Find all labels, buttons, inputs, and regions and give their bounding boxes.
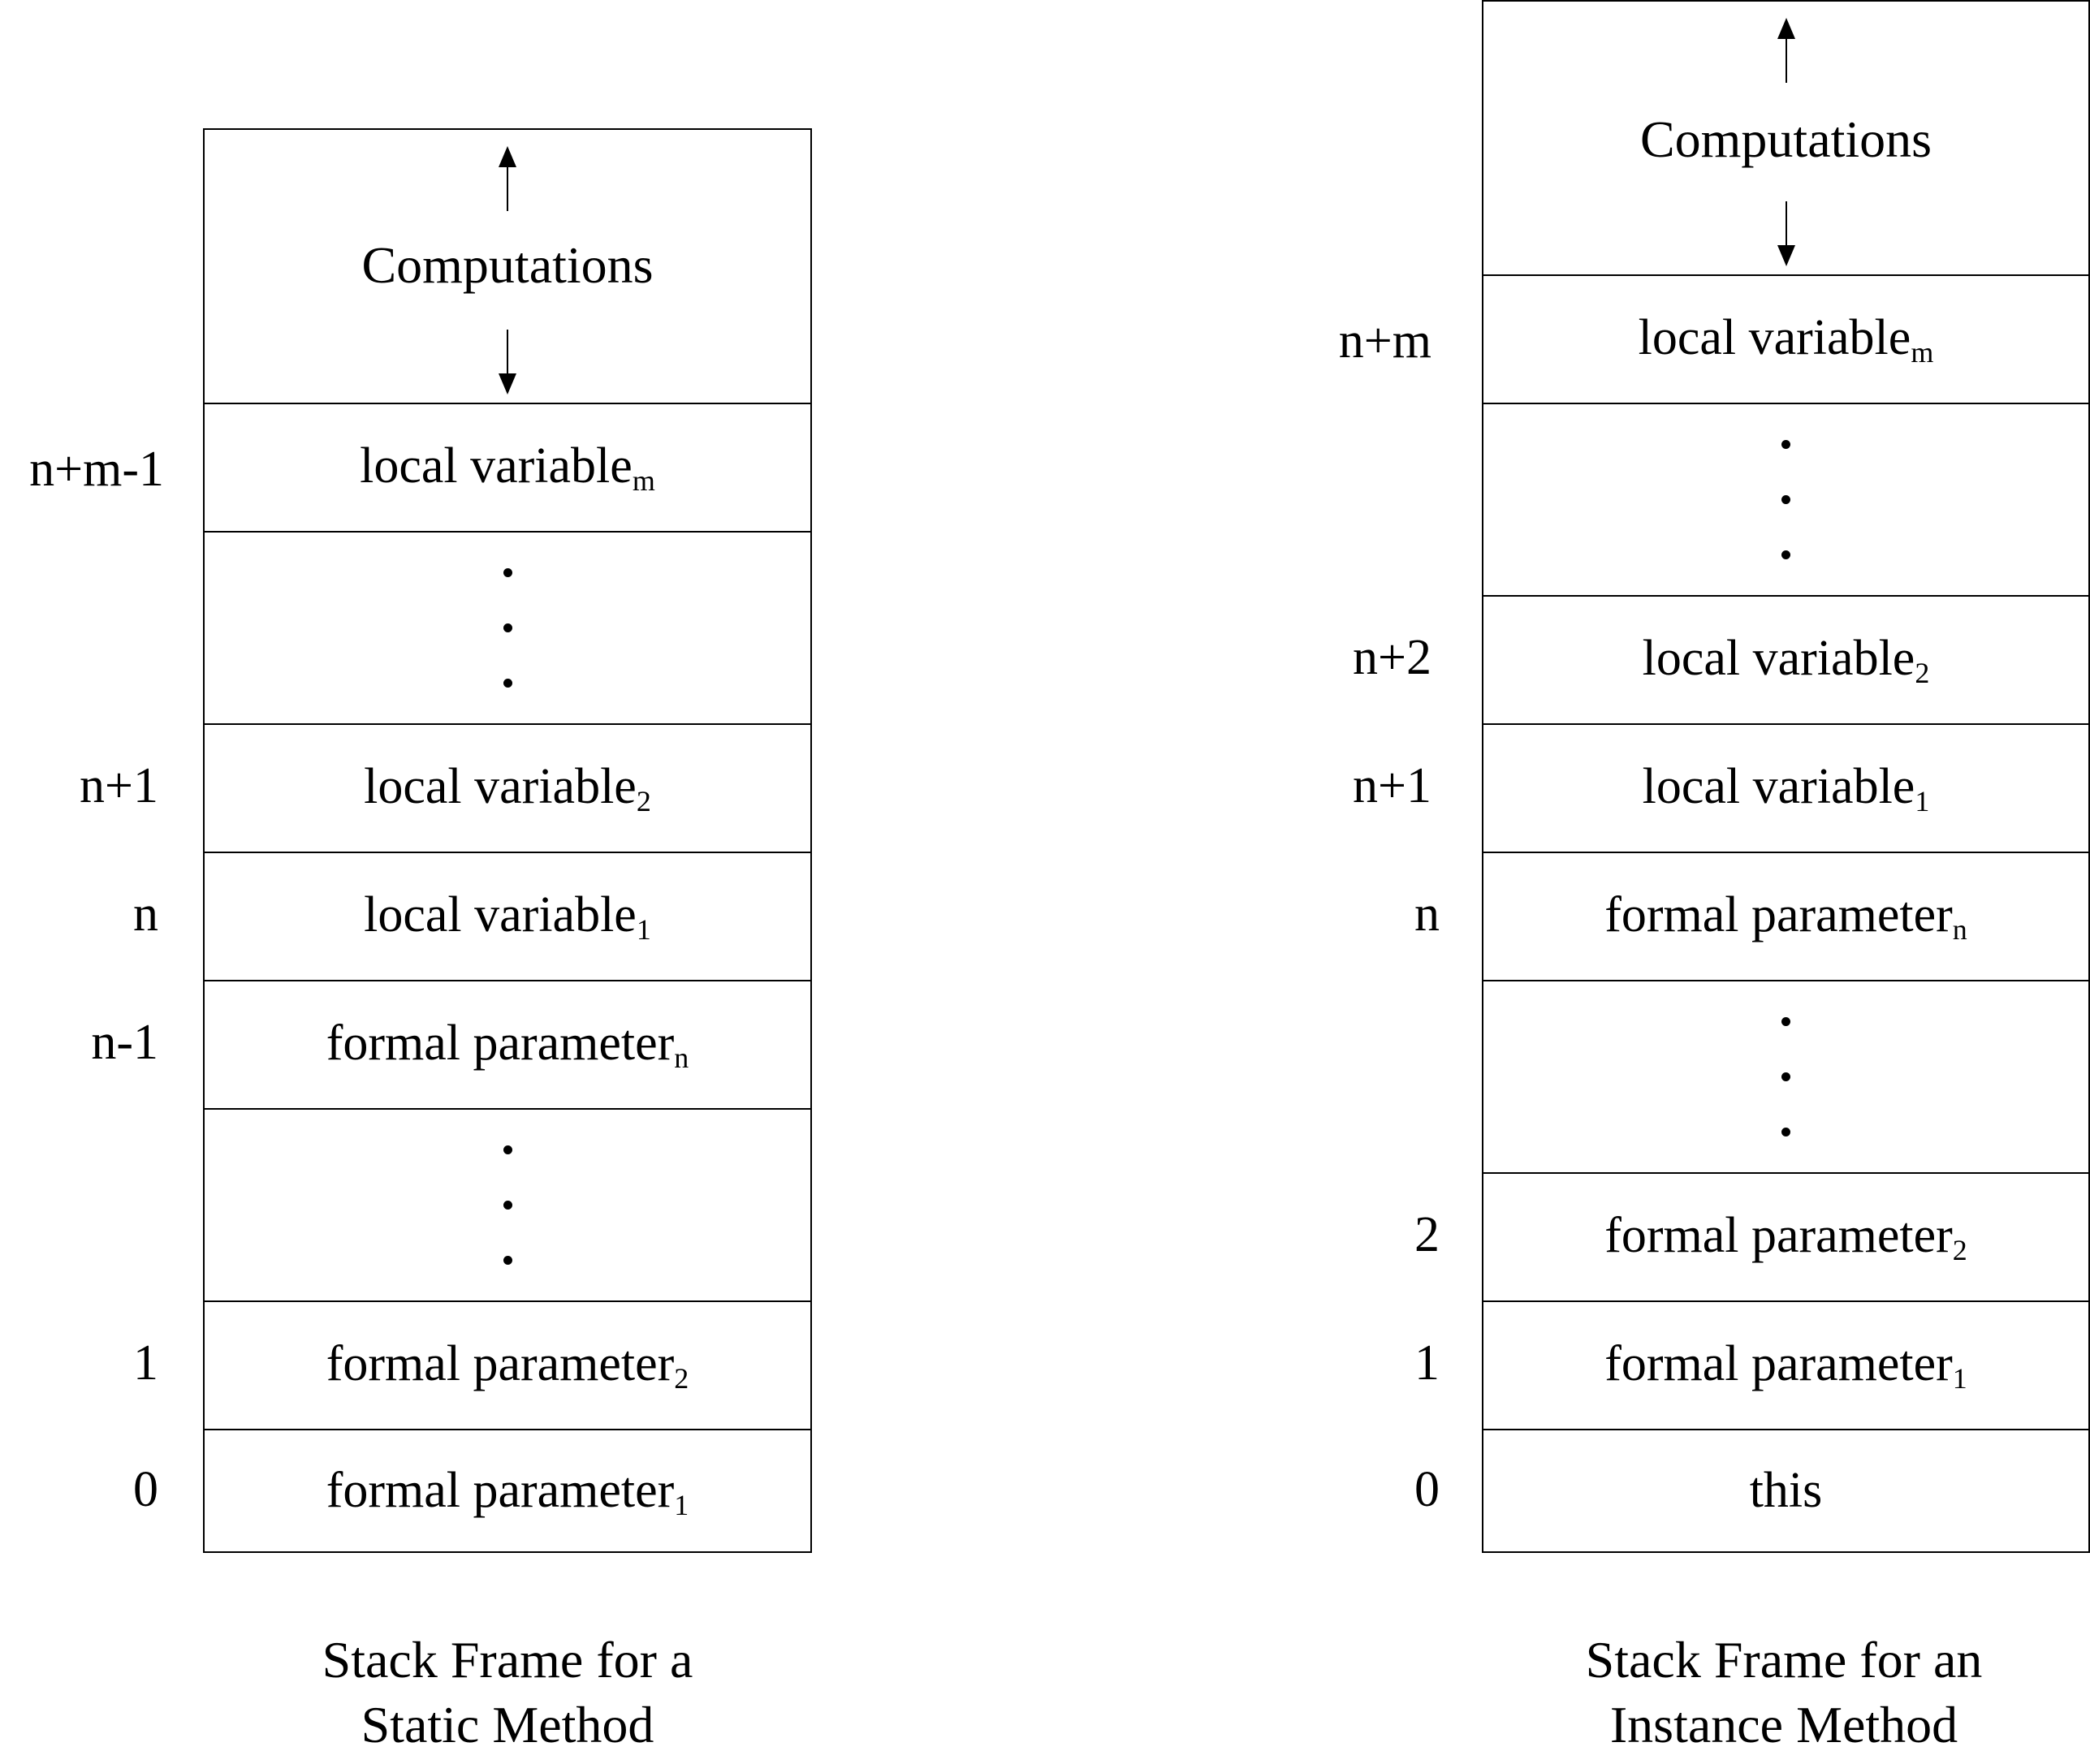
stack-slot: local variablem xyxy=(205,403,810,531)
slot-subscript: 1 xyxy=(674,1488,689,1521)
vertical-ellipsis-icon xyxy=(503,568,512,688)
slot-subscript: m xyxy=(1911,336,1934,369)
stack-slot: local variable1 xyxy=(205,852,810,980)
vertical-ellipsis-icon xyxy=(503,1145,512,1265)
vertical-ellipsis-icon xyxy=(1781,440,1790,559)
slot-index: 2 xyxy=(1414,1207,1440,1262)
stack-slot: formal parameter2 xyxy=(205,1300,810,1429)
slot-index: n+m xyxy=(1338,313,1431,369)
slot-subscript: 1 xyxy=(636,913,651,946)
slot-subscript: n xyxy=(1952,913,1967,946)
instance-frame-caption: Stack Frame for an Instance Method xyxy=(1459,1628,2090,1758)
ellipsis-cell xyxy=(1483,980,2088,1172)
computations-label: Computations xyxy=(1639,110,1932,168)
slot-label: formal parameter xyxy=(1604,1336,1953,1391)
slot-index: 0 xyxy=(133,1462,158,1517)
computations-label: Computations xyxy=(361,236,654,294)
slot-label: local variable xyxy=(1642,631,1915,686)
stack-slot: formal parametern xyxy=(205,980,810,1108)
slot-label: formal parameter xyxy=(1604,887,1953,942)
stack-slot: formal parameter2 xyxy=(1483,1172,2088,1300)
vertical-ellipsis-icon xyxy=(1781,1017,1790,1136)
slot-label: local variable xyxy=(364,887,637,942)
ellipsis-cell xyxy=(1483,403,2088,595)
slot-index: n xyxy=(133,886,158,942)
slot-index: n+m-1 xyxy=(29,442,164,497)
slot-subscript: 2 xyxy=(1952,1234,1967,1266)
slot-label: local variable xyxy=(1642,759,1915,814)
caption-line: Stack Frame for an xyxy=(1585,1631,1983,1689)
stack-slot: this xyxy=(1483,1429,2088,1553)
slot-label: local variable xyxy=(360,438,633,494)
caption-line: Stack Frame for a xyxy=(322,1631,693,1689)
slot-index: 1 xyxy=(133,1335,158,1391)
slot-label: this xyxy=(1749,1462,1823,1518)
instance-method-stack-frame: Computations local variablem local varia… xyxy=(1482,0,2090,1553)
slot-subscript: n xyxy=(674,1042,689,1074)
stack-slot: local variable2 xyxy=(205,723,810,852)
caption-line: Static Method xyxy=(361,1696,654,1753)
stack-slot: local variablem xyxy=(1483,274,2088,403)
stack-slot: formal parametern xyxy=(1483,852,2088,980)
slot-subscript: 1 xyxy=(1915,785,1930,817)
slot-subscript: 2 xyxy=(1915,657,1930,689)
slot-index: n-1 xyxy=(91,1015,158,1070)
static-method-stack-frame: Computations local variablem local varia… xyxy=(203,128,812,1553)
stack-slot: local variable1 xyxy=(1483,723,2088,852)
slot-label: formal parameter xyxy=(326,1462,675,1518)
slot-label: local variable xyxy=(1638,310,1911,365)
stack-slot: local variable2 xyxy=(1483,595,2088,723)
computations-cell: Computations xyxy=(205,130,810,403)
slot-subscript: 2 xyxy=(636,785,651,817)
ellipsis-cell xyxy=(205,1108,810,1300)
caption-line: Instance Method xyxy=(1609,1696,1958,1753)
stack-slot: formal parameter1 xyxy=(1483,1300,2088,1429)
ellipsis-cell xyxy=(205,531,810,723)
slot-index: 1 xyxy=(1414,1335,1440,1391)
slot-label: local variable xyxy=(364,759,637,814)
slot-index: n+2 xyxy=(1353,630,1431,685)
slot-index: n+1 xyxy=(1353,758,1431,813)
slot-label: formal parameter xyxy=(326,1336,675,1391)
slot-index: 0 xyxy=(1414,1462,1440,1517)
slot-index: n+1 xyxy=(80,758,158,813)
slot-subscript: m xyxy=(632,464,655,497)
slot-subscript: 2 xyxy=(674,1362,689,1395)
slot-label: formal parameter xyxy=(326,1016,675,1071)
stack-slot: formal parameter1 xyxy=(205,1429,810,1553)
static-frame-caption: Stack Frame for a Static Method xyxy=(183,1628,832,1758)
slot-index: n xyxy=(1414,886,1440,942)
computations-cell: Computations xyxy=(1483,2,2088,274)
slot-subscript: 1 xyxy=(1952,1362,1967,1395)
slot-label: formal parameter xyxy=(1604,1208,1953,1263)
